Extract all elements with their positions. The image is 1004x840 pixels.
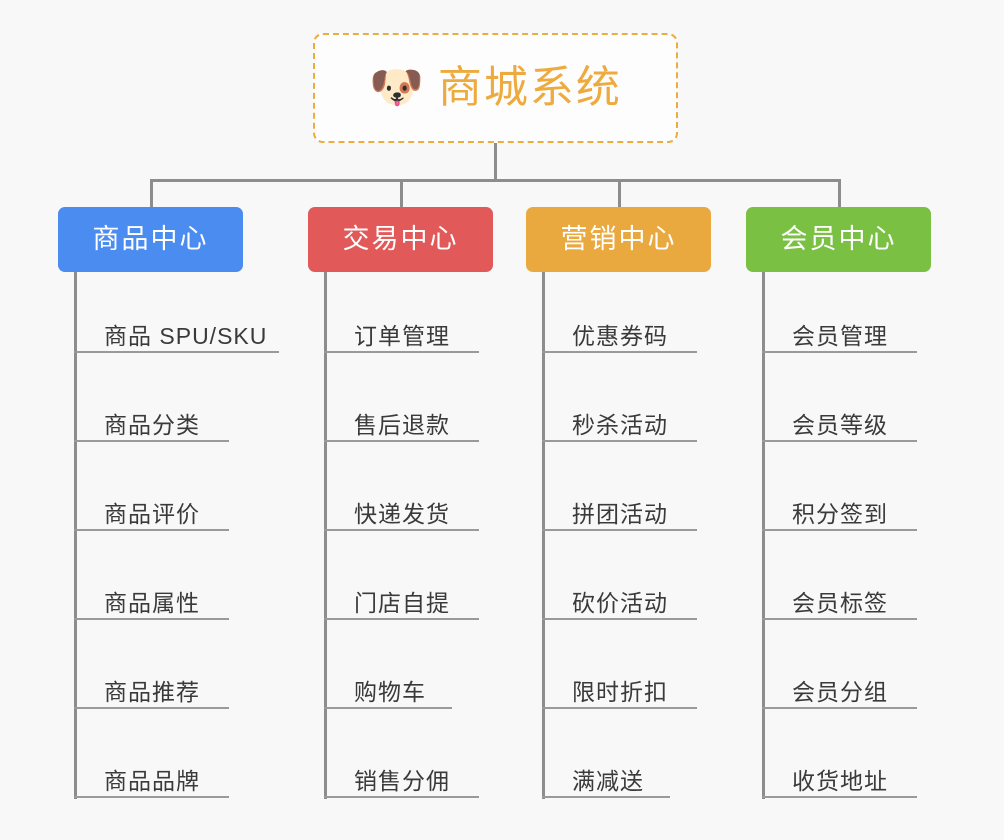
leaf-item-underline [762,618,917,620]
leaf-item-label: 商品属性 [104,590,200,616]
leaf-item[interactable]: 拼团活动 [542,495,697,531]
leaf-item[interactable]: 收货地址 [762,762,917,798]
leaf-item-underline [324,796,479,798]
leaf-item-label: 积分签到 [792,501,888,527]
trunk-product-center [74,272,77,799]
leaf-item[interactable]: 会员等级 [762,406,917,442]
leaf-item[interactable]: 商品评价 [74,495,229,531]
leaf-item-underline [74,351,279,353]
leaf-item[interactable]: 商品分类 [74,406,229,442]
leaf-item-label: 砍价活动 [572,590,668,616]
leaf-item-underline [324,529,479,531]
leaf-item-label: 秒杀活动 [572,412,668,438]
leaf-item-label: 商品评价 [104,501,200,527]
category-label: 营销中心 [560,224,677,254]
category-label: 会员中心 [780,224,897,254]
category-trade-center[interactable]: 交易中心 [308,207,493,272]
category-label: 商品中心 [92,224,209,254]
leaf-item-label: 门店自提 [354,590,450,616]
leaf-item-underline [74,529,229,531]
root-title: 商城系统 [437,63,622,112]
leaf-item-underline [762,796,917,798]
leaf-item-label: 商品分类 [104,412,200,438]
category-member-center[interactable]: 会员中心 [746,207,931,272]
leaf-item-underline [74,796,229,798]
leaf-item[interactable]: 快递发货 [324,495,479,531]
leaf-item-underline [324,707,452,709]
leaf-item-underline [74,440,229,442]
leaf-item[interactable]: 会员分组 [762,673,917,709]
leaf-item-label: 商品品牌 [104,768,200,794]
leaf-item[interactable]: 砍价活动 [542,584,697,620]
leaf-item-label: 会员管理 [792,323,888,349]
connector-drop-member-center [837,179,841,208]
leaf-item-underline [762,707,917,709]
leaf-item-underline [324,440,479,442]
leaf-item[interactable]: 售后退款 [324,406,479,442]
leaf-item[interactable]: 购物车 [324,673,452,709]
leaf-item[interactable]: 订单管理 [324,317,479,353]
shiba-dog-face-icon: 🐶 [369,63,424,112]
leaf-item[interactable]: 满减送 [542,762,670,798]
trunk-trade-center [324,272,327,799]
leaf-item-underline [74,618,229,620]
leaf-item[interactable]: 限时折扣 [542,673,697,709]
leaf-item-label: 销售分佣 [354,768,450,794]
connector-root-stem [494,143,497,181]
leaf-item[interactable]: 门店自提 [324,584,479,620]
leaf-item-underline [324,351,479,353]
leaf-item-underline [542,707,697,709]
leaf-item[interactable]: 秒杀活动 [542,406,697,442]
leaf-item-label: 限时折扣 [572,679,668,705]
leaf-item[interactable]: 商品属性 [74,584,229,620]
category-product-center[interactable]: 商品中心 [58,207,243,272]
leaf-item-underline [542,618,697,620]
leaf-item[interactable]: 商品品牌 [74,762,229,798]
root-node[interactable]: 🐶 商城系统 [313,33,678,143]
leaf-item-underline [74,707,229,709]
leaf-item[interactable]: 积分签到 [762,495,917,531]
leaf-item-label: 收货地址 [792,768,888,794]
leaf-item-underline [762,529,917,531]
category-marketing-center[interactable]: 营销中心 [526,207,711,272]
leaf-item-underline [324,618,479,620]
leaf-item-label: 拼团活动 [572,501,668,527]
trunk-member-center [762,272,765,799]
leaf-item[interactable]: 优惠券码 [542,317,697,353]
leaf-item-label: 售后退款 [354,412,450,438]
leaf-item-label: 满减送 [572,768,644,794]
leaf-item[interactable]: 商品推荐 [74,673,229,709]
leaf-item-underline [762,440,917,442]
connector-drop-trade-center [399,179,403,208]
leaf-item[interactable]: 会员管理 [762,317,917,353]
connector-horizontal-bus [150,179,840,182]
connector-drop-marketing-center [617,179,621,208]
leaf-item-label: 会员等级 [792,412,888,438]
leaf-item[interactable]: 商品 SPU/SKU [74,317,279,353]
leaf-item-label: 快递发货 [354,501,450,527]
leaf-item-underline [542,529,697,531]
leaf-item-underline [542,351,697,353]
leaf-item-label: 商品推荐 [104,679,200,705]
leaf-item-underline [542,796,670,798]
leaf-item-label: 会员分组 [792,679,888,705]
leaf-item-label: 商品 SPU/SKU [104,323,268,349]
leaf-item[interactable]: 会员标签 [762,584,917,620]
leaf-item-label: 订单管理 [354,323,450,349]
category-label: 交易中心 [342,224,459,254]
leaf-item-label: 会员标签 [792,590,888,616]
leaf-item-label: 优惠券码 [572,323,668,349]
connector-drop-product-center [149,179,153,208]
leaf-item-underline [762,351,917,353]
leaf-item[interactable]: 销售分佣 [324,762,479,798]
leaf-item-underline [542,440,697,442]
leaf-item-label: 购物车 [354,679,426,705]
trunk-marketing-center [542,272,545,799]
